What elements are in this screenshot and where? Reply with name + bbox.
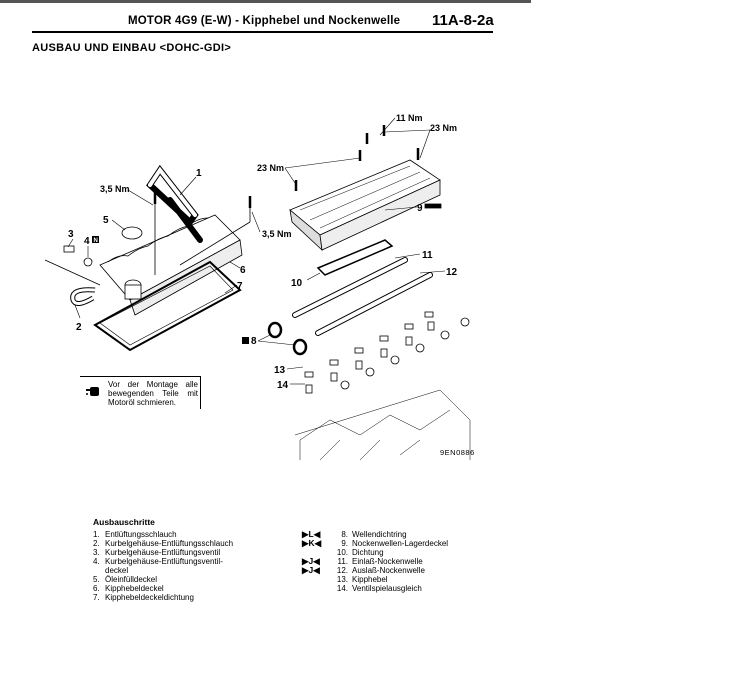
step-number: 10. — [336, 548, 348, 557]
note-text: Vor der Montage alle bewegenden Teile mi… — [108, 380, 198, 407]
step-number: 8. — [341, 530, 348, 539]
gasket-drawing — [93, 260, 242, 352]
step-text: deckel — [105, 566, 129, 575]
step-item: 7. Kipphebeldeckeldichtung — [93, 593, 233, 602]
torque-3-5-nm-left: 3,5 Nm — [100, 184, 130, 194]
oil-can-icon — [86, 387, 99, 396]
lubrication-note: Vor der Montage alle bewegenden Teile mi… — [80, 376, 201, 409]
new-part-icon: N — [94, 238, 98, 244]
section-title: AUSBAU UND EINBAU <DOHC-GDI> — [32, 42, 232, 54]
special-instruction-marker: ▶J◀ — [302, 565, 320, 575]
step-text: Auslaß-Nockenwelle — [352, 566, 425, 575]
step-item: 10. Dichtung — [302, 548, 448, 557]
step-number: 14. — [336, 584, 348, 593]
step-text: Entlüftungsschlauch — [105, 530, 177, 539]
label-5: 5 — [103, 215, 109, 226]
new-part-box-icon — [242, 337, 249, 344]
label-3: 3 — [68, 229, 74, 240]
cylinder-head-drawing — [294, 389, 471, 461]
special-instruction-marker — [302, 584, 332, 593]
step-text: Kipphebeldeckel — [105, 584, 164, 593]
label-13: 13 — [274, 365, 286, 376]
step-number: 2. — [93, 539, 100, 548]
step-text: Einlaß-Nockenwelle — [352, 557, 423, 566]
label-14: 14 — [277, 380, 289, 391]
step-text: Kurbelgehäuse-Entlüftungsschlauch — [105, 539, 234, 548]
oil-seal-drawing — [267, 321, 283, 339]
filler-cap-drawing — [121, 226, 143, 240]
label-11: 11 — [422, 250, 433, 261]
rocker-cover-drawing — [99, 214, 243, 316]
page-header-title: MOTOR 4G9 (E-W) - Kipphebel und Nockenwe… — [128, 15, 401, 27]
label-4: 4 — [84, 236, 90, 247]
step-number: 6. — [93, 584, 100, 593]
step-text: Wellendichtring — [352, 530, 407, 539]
label-12: 12 — [446, 267, 458, 278]
torque-23-nm-right: 23 Nm — [430, 123, 457, 133]
label-6: 6 — [240, 265, 246, 276]
new-part-box-icon — [92, 236, 99, 243]
step-number: 7. — [93, 593, 100, 602]
label-8: 8 — [251, 336, 257, 347]
step-item: ▶L◀ 8. Wellendichtring — [302, 529, 448, 540]
step-text: Kurbelgehäuse-Entlüftungsventil- — [105, 557, 223, 566]
label-2: 2 — [76, 322, 82, 333]
step-text: Öleinfülldeckel — [105, 575, 158, 584]
step-item: deckel — [93, 566, 233, 575]
step-item: 13. Kipphebel — [302, 575, 448, 584]
step-item: 4. Kurbelgehäuse-Entlüftungsventil- — [93, 557, 233, 566]
step-item: ▶K◀ 9. Nockenwellen-Lagerdeckel — [302, 538, 449, 549]
step-item: 14. Ventilspielausgleich — [302, 584, 448, 593]
step-number: 1. — [93, 530, 100, 539]
header-rule — [32, 31, 493, 33]
step-number: 3. — [93, 548, 100, 557]
label-9: 9 — [417, 203, 423, 214]
page-number: 11A-8-2a — [432, 12, 494, 29]
special-instruction-marker — [302, 575, 332, 584]
step-number: 4. — [93, 557, 100, 566]
seal-drawing — [316, 239, 394, 276]
step-item: ▶J◀ 12. Auslaß-Nockenwelle — [302, 565, 448, 576]
step-text: Kipphebel — [352, 575, 388, 584]
removal-steps-heading: Ausbauschritte — [93, 517, 155, 527]
step-number: 9. — [341, 539, 348, 548]
step-item: 1. Entlüftungsschlauch — [93, 530, 233, 539]
step-number: 13. — [336, 575, 348, 584]
step-item: ▶J◀ 11. Einlaß-Nockenwelle — [302, 556, 448, 567]
step-text: Ventilspielausgleich — [352, 584, 422, 593]
step-number — [93, 566, 105, 575]
torque-11-nm: 11 Nm — [396, 113, 423, 123]
rockers-drawing — [304, 311, 470, 394]
leader-lines — [67, 117, 446, 385]
step-item: 3. Kurbelgehäuse-Entlüftungsventil — [93, 548, 233, 557]
label-10: 10 — [291, 278, 303, 289]
step-number: 5. — [93, 575, 100, 584]
special-instruction-marker: ▶K◀ — [302, 538, 322, 548]
step-item: 2. Kurbelgehäuse-Entlüftungsschlauch — [93, 539, 233, 548]
steps-right-column: ▶L◀ 8. Wellendichtring ▶K◀ 9. Nockenwellen-La… — [302, 529, 449, 594]
step-text: Kurbelgehäuse-Entlüftungsventil — [105, 548, 221, 557]
step-item: 6. Kipphebeldeckel — [93, 584, 233, 593]
label-1: 1 — [196, 168, 202, 179]
camshafts-drawing — [292, 257, 433, 336]
step-text: Nockenwellen-Lagerdeckel — [352, 539, 449, 548]
special-instruction-marker: ▶L◀ — [302, 529, 321, 539]
step-text: Dichtung — [352, 548, 384, 557]
top-bar — [0, 0, 531, 3]
cam-bearing-cap-drawing — [289, 159, 442, 252]
steps-left-column: 1. Entlüftungsschlauch 2. Kurbelgehäuse-Ent… — [93, 530, 233, 602]
label-7: 7 — [237, 281, 243, 292]
special-instruction-marker: ▶J◀ — [302, 556, 320, 566]
torque-3-5-nm-right: 3,5 Nm — [262, 229, 292, 239]
figure-code: 9EN0886 — [440, 448, 475, 457]
step-item: 5. Öleinfülldeckel — [93, 575, 233, 584]
bolts-drawing — [153, 125, 420, 208]
torque-23-nm-left: 23 Nm — [257, 163, 284, 173]
step-number: 11. — [337, 557, 348, 566]
step-number: 12. — [336, 566, 348, 575]
step-text: Kipphebeldeckeldichtung — [105, 593, 194, 602]
